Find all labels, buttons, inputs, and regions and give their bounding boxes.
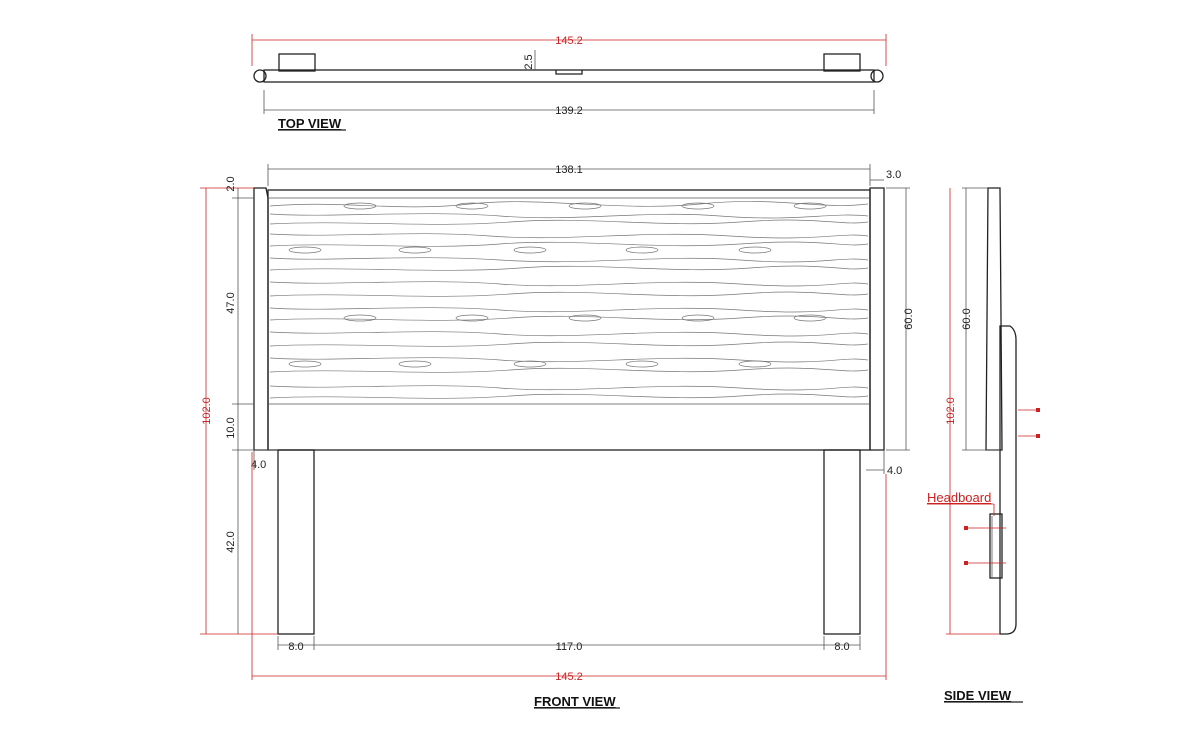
dim-front-right-leg: 8.0: [834, 641, 849, 653]
side-view-title: SIDE VIEW: [944, 688, 1012, 703]
screws: [964, 408, 1040, 565]
top-view: 145.2 2.5 139.2 TOP VIEW: [251, 34, 887, 131]
headboard-label: Headboard: [927, 490, 991, 505]
dim-top-inner: 139.2: [555, 105, 583, 117]
dim-front-leg-height: 42.0: [225, 531, 237, 552]
top-view-title: TOP VIEW: [278, 116, 342, 131]
dim-front-overall-height: 102.0: [201, 397, 213, 425]
front-view-title: FRONT VIEW: [534, 694, 616, 709]
dim-front-panel-height: 60.0: [903, 308, 915, 329]
dim-front-top-cap: 2.0: [225, 176, 237, 191]
side-view: Headboard 60.0 102.0 SIDE VIEW: [927, 187, 1040, 703]
dim-front-right-offset: 4.0: [887, 465, 902, 477]
dim-front-overall-width: 145.2: [555, 671, 583, 683]
dim-top-overall: 145.2: [555, 35, 583, 47]
dim-front-panel-width: 138.1: [555, 164, 583, 176]
dim-front-lower-band: 10.0: [225, 417, 237, 438]
dim-front-left-leg: 8.0: [288, 641, 303, 653]
dim-front-left-offset: 4.0: [251, 459, 266, 471]
dim-top-depth: 2.5: [523, 54, 535, 69]
front-view: 138.1 3.0: [200, 164, 915, 709]
dim-side-panel-height: 60.0: [961, 308, 973, 329]
dim-side-overall-height: 102.0: [945, 397, 957, 425]
dim-front-upper: 47.0: [225, 292, 237, 313]
dim-front-post-offset: 3.0: [886, 169, 901, 181]
dim-front-gap: 117.0: [556, 641, 583, 653]
wood-grain: [269, 201, 869, 399]
